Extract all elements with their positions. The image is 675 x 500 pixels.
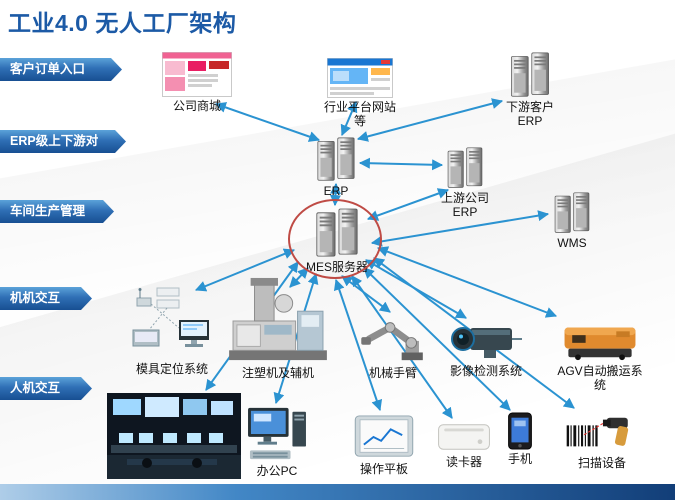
node-office-pc: 办公PC: [246, 406, 308, 478]
node-mold-positioning-system: 模具定位系统: [127, 286, 217, 376]
server-icon: [315, 208, 359, 258]
node-robot-arm: 机械手臂: [356, 314, 430, 380]
node-vision-inspection: 影像检测系统: [447, 320, 525, 378]
node-card-reader: 读卡器: [434, 421, 494, 469]
agv-icon: [557, 316, 643, 362]
phone-icon: [506, 412, 534, 450]
arrow-mes-robot: [341, 275, 391, 313]
mold-label: 模具定位系统: [135, 362, 208, 376]
mes-label: MES服务器: [306, 260, 369, 274]
node-wms: WMS: [550, 192, 594, 250]
arrow-erp-upstream: [358, 157, 444, 171]
erp-label: ERP: [323, 184, 349, 198]
wms-label: WMS: [557, 236, 587, 250]
server-icon: [445, 147, 485, 189]
node-control-room-photo: [107, 393, 241, 479]
node-mobile-phone: 手机: [492, 412, 548, 466]
page-title: 工业4.0 无人工厂架构: [8, 10, 237, 36]
ribbon-erp-up-downstream: ERP级上下游对: [0, 130, 126, 153]
node-agv-system: AGV自动搬运系统: [553, 316, 647, 392]
office-pc-label: 办公PC: [256, 464, 298, 478]
industry-platform-website-icon: [327, 58, 393, 98]
tablet-icon: [352, 414, 416, 460]
injection-label: 注塑机及辅机: [241, 366, 314, 380]
injection-machine-icon: [227, 276, 329, 364]
server-icon: [551, 192, 593, 234]
node-industry-platform: 行业平台网站等: [322, 58, 398, 128]
camera-icon: [448, 320, 524, 362]
card-reader-label: 读卡器: [445, 455, 482, 469]
scanner-label: 扫描设备: [577, 456, 626, 470]
upstream-erp-label: 上游公司ERP: [440, 191, 489, 220]
company-mall-website-icon: [162, 52, 232, 97]
desktop-pc-icon: [246, 406, 308, 462]
arrow-mes-vision: [365, 259, 467, 319]
node-erp: ERP: [314, 137, 358, 198]
card-reader-icon: [436, 421, 492, 453]
industry-platform-label: 行业平台网站等: [323, 100, 396, 129]
robot-arm-label: 机械手臂: [368, 366, 417, 380]
server-icon: [314, 137, 358, 182]
node-injection-machine: 注塑机及辅机: [227, 276, 329, 380]
arrow-mes-agv: [376, 246, 558, 318]
ribbon-customer-order-entry: 客户订单入口: [0, 58, 122, 81]
mold-positioning-icon: [127, 286, 217, 360]
downstream-erp-label: 下游客户ERP: [505, 100, 554, 129]
server-icon: [506, 52, 554, 98]
node-mes-server: MES服务器: [306, 208, 368, 274]
node-downstream-customer-erp: 下游客户ERP: [499, 52, 561, 128]
node-scanner-device: 扫描设备: [562, 412, 642, 470]
ribbon-workshop-production: 车间生产管理: [0, 200, 114, 223]
vision-label: 影像检测系统: [449, 364, 522, 378]
node-operation-tablet: 操作平板: [352, 414, 416, 476]
tablet-label: 操作平板: [359, 462, 408, 476]
node-upstream-company-erp: 上游公司ERP: [434, 147, 496, 219]
bottom-accent-bar: [0, 484, 675, 500]
company-mall-label: 公司商城: [172, 99, 221, 113]
ribbon-machine-machine-interaction: 机机交互: [0, 287, 92, 310]
agv-label: AGV自动搬运系统: [557, 364, 643, 393]
node-company-mall: 公司商城: [162, 52, 232, 113]
ribbon-human-machine-interaction: 人机交互: [0, 377, 92, 400]
phone-label: 手机: [507, 452, 532, 466]
barcode-scanner-icon: [562, 412, 642, 454]
control-room-icon: [107, 393, 241, 479]
robot-arm-icon: [356, 314, 430, 364]
